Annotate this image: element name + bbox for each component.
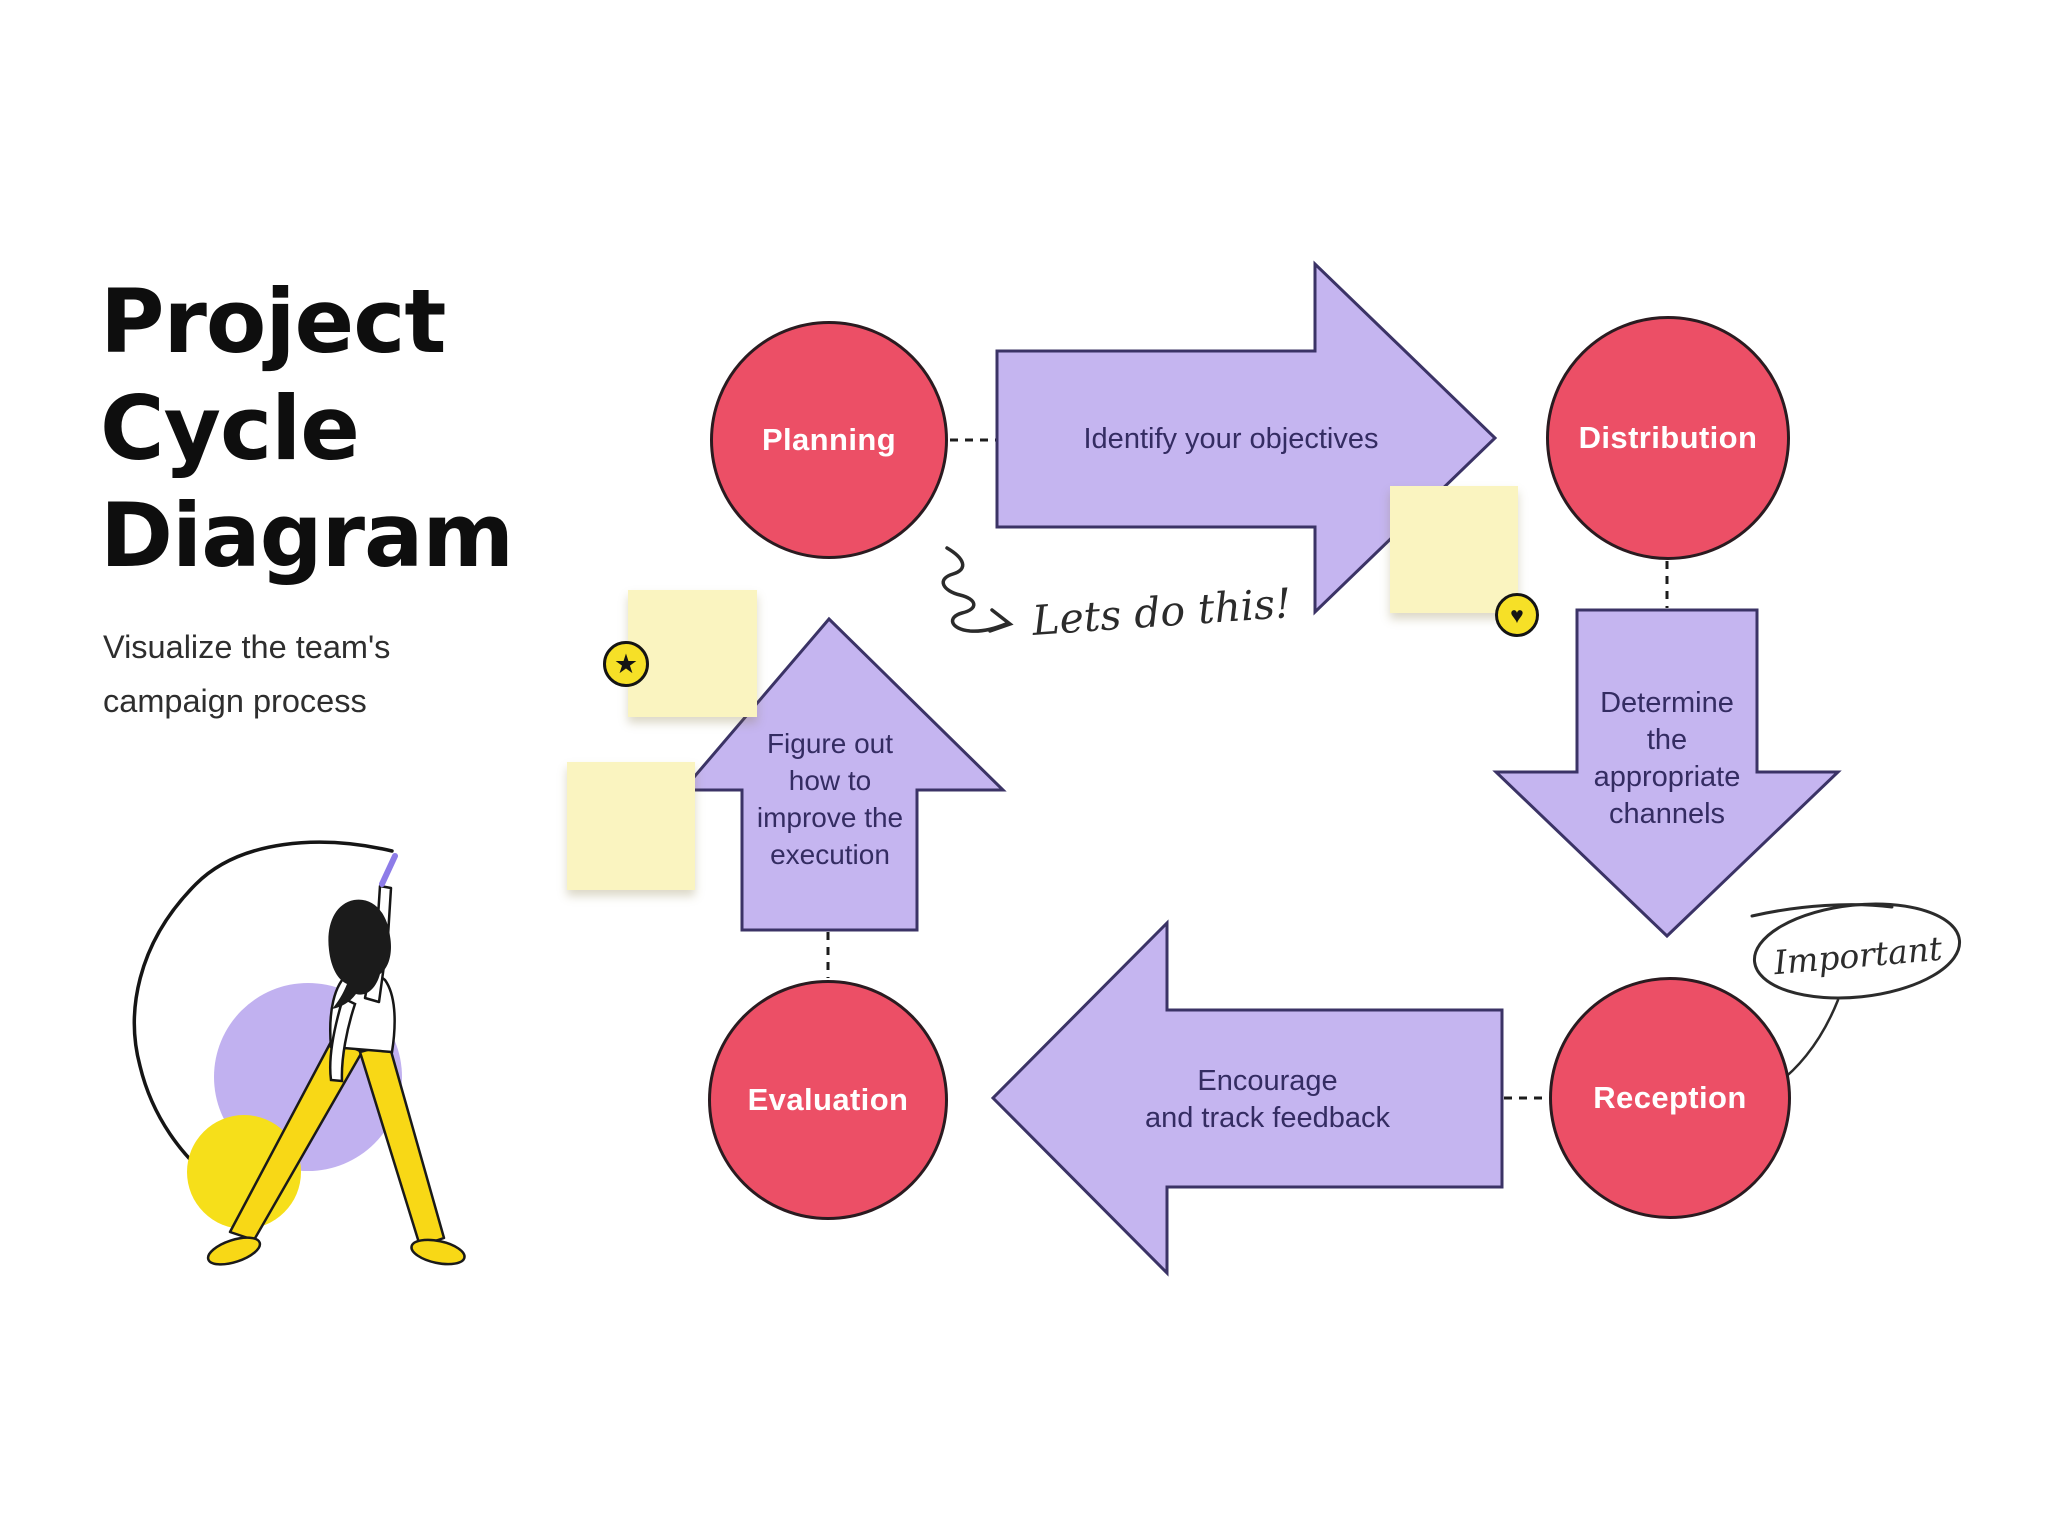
person-hair <box>328 899 391 1009</box>
dashed-connectors <box>826 438 1669 1100</box>
title-line: Project <box>100 270 446 373</box>
node-distribution: Distribution <box>1546 316 1790 560</box>
heart-icon: ♥ <box>1510 601 1524 628</box>
arrow-label-line: how to <box>788 765 872 796</box>
page-subtitle: Visualize the team's campaign process <box>103 620 390 728</box>
swoosh-arc <box>132 840 394 1186</box>
arrow-label-line: Encourage <box>1197 1065 1338 1097</box>
arrow-label-line: improve the <box>756 802 904 833</box>
node-reception: Reception <box>1549 977 1791 1219</box>
node-label: Distribution <box>1578 420 1758 455</box>
node-label: Reception <box>1593 1080 1747 1115</box>
person-left-shoe <box>206 1236 262 1266</box>
subtitle-line: campaign process <box>103 683 367 719</box>
person-right-shoe <box>410 1238 466 1266</box>
star-icon: ★ <box>613 648 639 679</box>
node-label: Evaluation <box>747 1082 909 1117</box>
arrow-label-line: the <box>1646 724 1688 756</box>
title-line: Cycle <box>100 377 360 480</box>
arrow-left-shape <box>990 919 1504 1277</box>
arrow-label-line: Determine <box>1600 687 1734 719</box>
person-illustration <box>132 840 466 1266</box>
arrow-label-improve-execution: Figure out how to improve the execution <box>716 725 944 873</box>
heart-badge: ♥ <box>1495 593 1539 637</box>
node-label: Planning <box>761 422 897 457</box>
sticky-note <box>567 762 695 890</box>
arrow-label-line: and track feedback <box>1144 1102 1391 1134</box>
title-line: Diagram <box>100 484 514 587</box>
arrow-label-identify-objectives: Identify your objectives <box>1000 421 1462 458</box>
star-badge: ★ <box>603 641 649 687</box>
arrow-label-track-feedback: Encourage and track feedback <box>1060 1063 1475 1137</box>
arrow-label-determine-channels: Determine the appropriate channels <box>1565 685 1769 833</box>
squiggle-arrowhead <box>988 608 1014 633</box>
page-title: Project Cycle Diagram <box>100 268 514 589</box>
process-arrows <box>679 260 1842 1277</box>
arrow-label-line: channels <box>1608 798 1726 830</box>
person-hanging-arm <box>328 996 357 1083</box>
pen <box>379 853 398 887</box>
squiggle-arrow-line <box>941 546 1008 633</box>
arrow-label-line: appropriate <box>1593 761 1741 793</box>
subtitle-line: Visualize the team's <box>103 629 391 665</box>
arrow-label-line: Figure out <box>766 728 894 759</box>
node-evaluation: Evaluation <box>708 980 948 1220</box>
sticky-note <box>628 590 757 717</box>
important-circle-overshoot <box>1750 903 1894 918</box>
node-planning: Planning <box>710 321 948 559</box>
arrow-label-line: execution <box>770 839 890 870</box>
arrow-down-shape <box>1492 608 1842 939</box>
arrow-label-line: Identify your objectives <box>1083 423 1379 455</box>
arrow-up-shape <box>679 616 1007 932</box>
sticky-note <box>1390 486 1518 613</box>
